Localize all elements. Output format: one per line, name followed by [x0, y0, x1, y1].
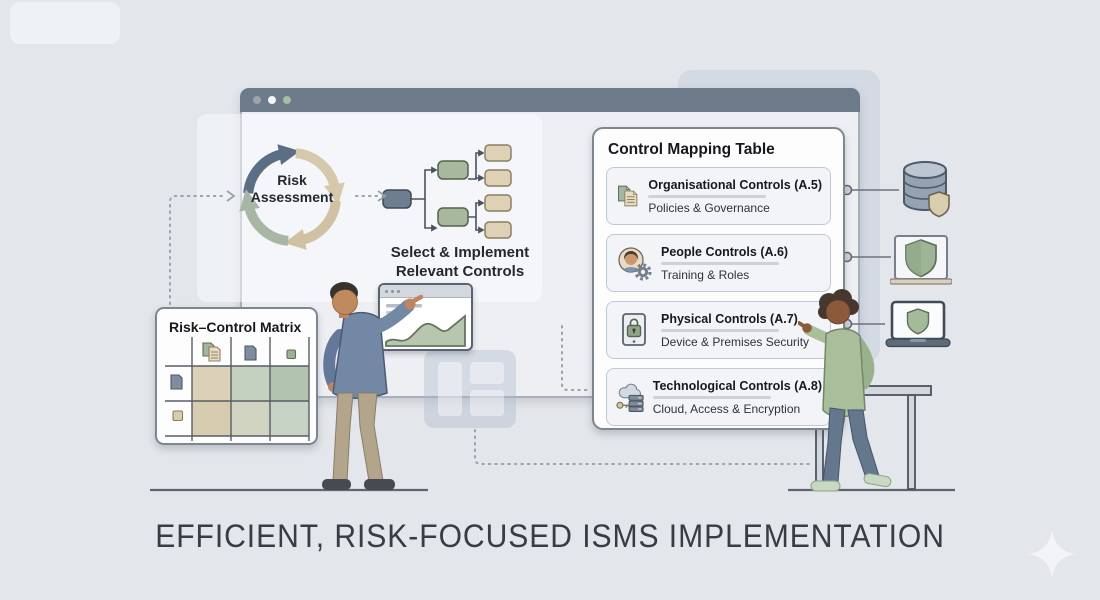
row-subtitle: Policies & Governance [648, 200, 770, 215]
matrix-header-square-icon [286, 349, 297, 360]
risk-control-matrix-card: Risk–Control Matrix [155, 307, 318, 445]
placeholder-bar [661, 261, 779, 265]
placeholder-bar [652, 395, 771, 399]
tree-caption: Select & Implement Relevant Controls [390, 244, 530, 280]
window-dot-green-icon [283, 96, 291, 104]
mini-dot-icon [391, 289, 394, 293]
row-title: Organisational Controls (A.5) [648, 177, 822, 192]
browser-window-titlebar [240, 88, 860, 112]
matrix-header-docs-icon [202, 342, 221, 362]
controls-tree-icon [382, 144, 512, 239]
placeholder-bar [661, 328, 779, 332]
cloud-key-server-icon [616, 383, 644, 412]
row-title: Physical Controls (A.7) [661, 311, 798, 326]
control-mapping-table-card: Control Mapping Table Organisational Con… [592, 127, 845, 430]
window-dot-gray-icon [253, 96, 261, 104]
mini-chart-card [378, 283, 473, 351]
table-row-physical: Physical Controls (A.7) Device & Premise… [606, 301, 831, 359]
row-subtitle: Device & Premises Security [661, 334, 810, 349]
ghost-wireframe-panel [424, 350, 516, 428]
control-mapping-title: Control Mapping Table [608, 141, 775, 158]
matrix-row-square-icon [172, 410, 184, 422]
laptop-shield-icon [885, 300, 951, 348]
sparkle-icon [1028, 530, 1076, 578]
risk-matrix-grid [165, 337, 310, 441]
risk-matrix-title: Risk–Control Matrix [169, 319, 302, 335]
mini-chart-titlebar [380, 285, 471, 298]
matrix-row-doc-icon [170, 374, 183, 390]
row-title: Technological Controls (A.8) [652, 378, 822, 393]
documents-icon [618, 185, 638, 207]
database-shield-icon [903, 161, 950, 218]
mini-dot-icon [385, 289, 388, 293]
matrix-header-doc-icon [244, 345, 257, 361]
table-row-technological: Technological Controls (A.8) Cloud, Acce… [606, 368, 831, 426]
background-patch [10, 2, 120, 44]
mini-dot-icon [397, 289, 400, 293]
row-subtitle: Training & Roles [661, 267, 750, 282]
risk-assessment-cycle-icon [239, 144, 345, 250]
row-subtitle: Cloud, Access & Encryption [652, 401, 801, 416]
left-person-illustration [322, 282, 424, 490]
table-row-people: People Controls (A.6) Training & Roles [606, 234, 831, 292]
right-person-illustration [798, 289, 892, 492]
window-dot-white-icon [268, 96, 276, 104]
tablet-lock-icon [622, 313, 646, 346]
placeholder-bar [648, 194, 767, 198]
risk-assessment-label: Risk Assessment [250, 172, 334, 205]
table-row-organisational: Organisational Controls (A.5) Policies &… [606, 167, 831, 225]
row-title: People Controls (A.6) [661, 244, 789, 259]
monitor-shield-icon [890, 235, 952, 285]
page-title: EFFICIENT, RISK-FOCUSED ISMS IMPLEMENTAT… [155, 518, 945, 554]
person-gear-icon [618, 247, 652, 281]
